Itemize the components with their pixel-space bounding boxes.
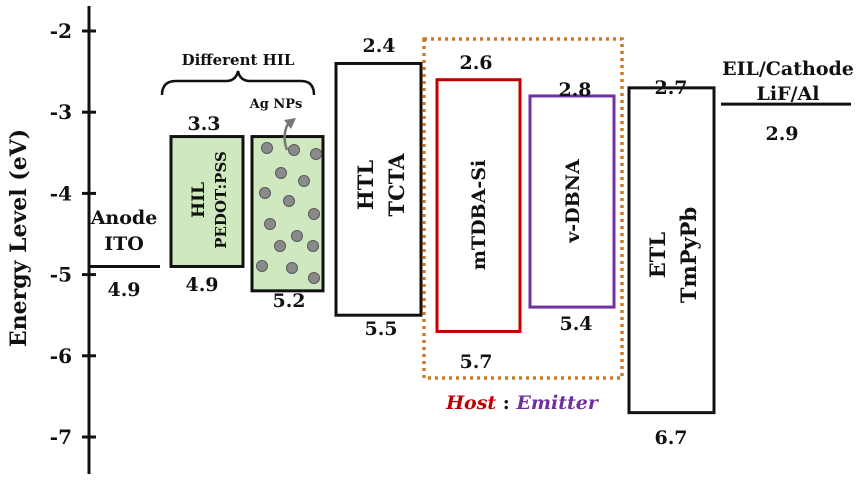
anode-label-line2: ITO xyxy=(104,233,144,255)
ag-nps-label: Ag NPs xyxy=(249,97,303,112)
ag-nanoparticle xyxy=(298,175,310,187)
htl-label-line1: HTL xyxy=(353,160,378,210)
ag-nanoparticle xyxy=(291,230,303,242)
legend-emitter-text: Emitter xyxy=(515,392,599,414)
ag-nanoparticle xyxy=(259,187,271,199)
hil-label-line2: PEDOT:PSS xyxy=(212,151,230,249)
y-tick-label: -4 xyxy=(50,181,72,205)
etl-bottom-value: 6.7 xyxy=(654,427,687,449)
emitter-v-dbna-box xyxy=(528,94,616,309)
ag-nanoparticle xyxy=(274,240,286,252)
emitter-top-value: 2.8 xyxy=(558,79,591,101)
ag-nps-bottom-value: 5.2 xyxy=(272,290,305,312)
ag-nanoparticle xyxy=(283,195,295,207)
ag-nanoparticle xyxy=(308,272,320,284)
emitter-label: v-DBNA xyxy=(562,159,584,244)
y-tick-label: -2 xyxy=(50,19,72,43)
htl-top-value: 2.4 xyxy=(362,35,395,57)
host-label: mTDBA-Si xyxy=(468,160,490,270)
ag-nps-arrow-head xyxy=(284,118,296,129)
hil-group-brace xyxy=(160,70,316,96)
ag-nanoparticle xyxy=(264,218,276,230)
legend-separator: : xyxy=(496,392,516,414)
ag-nanoparticle xyxy=(308,208,320,220)
host-mtdba-si-box xyxy=(435,78,522,333)
hil-pedot-box xyxy=(169,135,245,268)
etl-top-value: 2.7 xyxy=(654,77,687,99)
ag-nanoparticle xyxy=(261,142,273,154)
htl-tcta-box xyxy=(334,61,423,317)
ag-nanoparticle xyxy=(286,262,298,274)
etl-label-line2: TmPyPb xyxy=(676,207,701,303)
y-tick-label: -6 xyxy=(50,344,72,368)
hil-label-line1: HIL xyxy=(189,182,209,218)
ag-nanoparticle xyxy=(288,144,300,156)
ag-nanoparticle xyxy=(307,240,319,252)
hil-top-value: 3.3 xyxy=(187,113,220,135)
anode-value-label: 4.9 xyxy=(107,279,140,301)
host-bottom-value: 5.7 xyxy=(459,351,492,373)
hil-group-label: Different HIL xyxy=(182,51,295,69)
cathode-value-label: 2.9 xyxy=(765,123,798,145)
etl-label-line1: ETL xyxy=(645,232,670,279)
host-emitter-legend: Host : Emitter xyxy=(445,392,600,414)
ag-nanoparticle xyxy=(256,260,268,272)
y-tick-label: -3 xyxy=(50,100,72,124)
ag-nanoparticles xyxy=(256,142,322,284)
cathode-label-line1: EIL/Cathode xyxy=(722,58,854,80)
y-axis-ticks: -2 -3 -4 -5 -6 -7 xyxy=(50,19,96,449)
host-emitter-group-box xyxy=(422,37,624,380)
host-top-value: 2.6 xyxy=(459,52,492,74)
cathode-label-line2: LiF/Al xyxy=(757,83,820,105)
y-tick-label: -7 xyxy=(50,425,72,449)
hil-bottom-value: 4.9 xyxy=(185,274,218,296)
anode-label-line1: Anode xyxy=(90,207,158,229)
emitter-bottom-value: 5.4 xyxy=(559,313,592,335)
htl-label-line2: TCTA xyxy=(384,153,409,217)
etl-tmpypb-box xyxy=(627,86,716,415)
legend-host-text: Host xyxy=(445,392,496,414)
y-tick-label: -5 xyxy=(50,263,72,287)
ag-nanoparticle xyxy=(310,148,322,160)
y-axis-label: Energy Level (eV) xyxy=(6,129,32,347)
htl-bottom-value: 5.5 xyxy=(364,318,397,340)
ag-nanoparticle xyxy=(275,167,287,179)
